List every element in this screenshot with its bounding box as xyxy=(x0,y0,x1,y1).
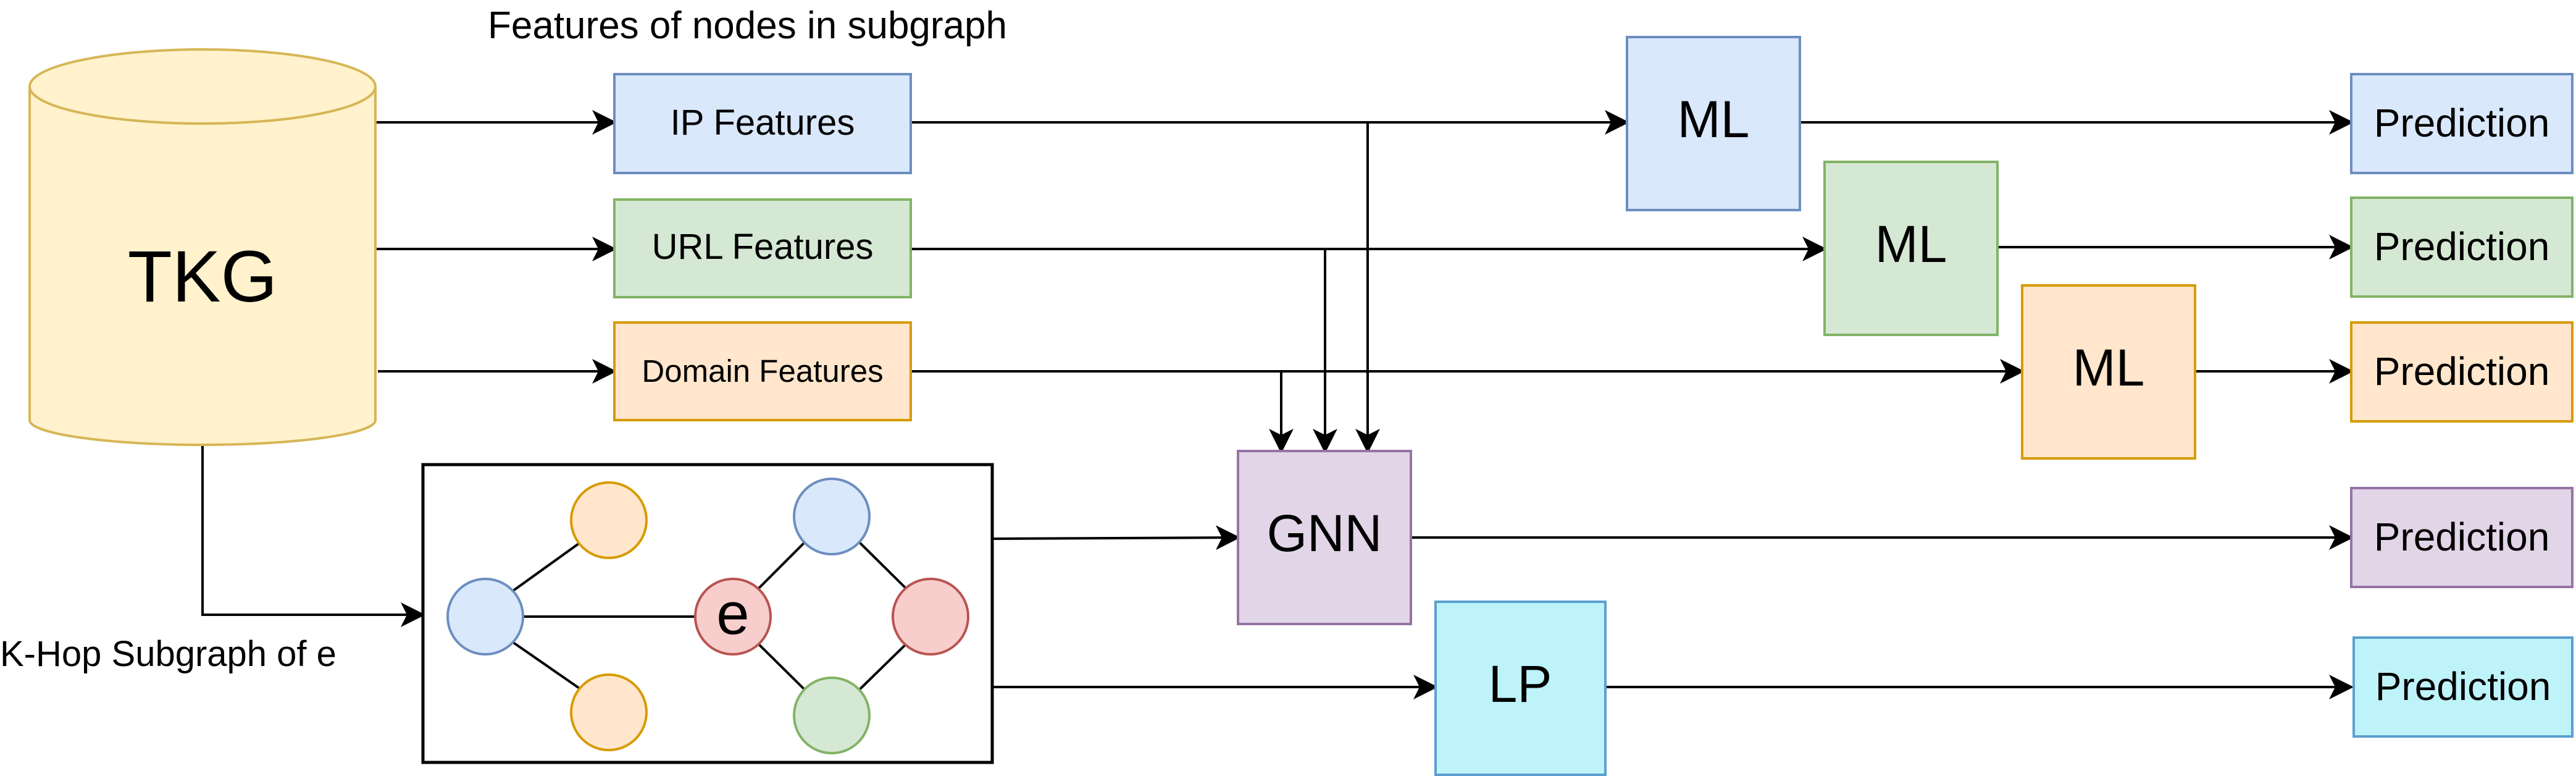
subgraph-nodes xyxy=(446,478,969,754)
subgraph-edge xyxy=(509,639,584,692)
subgraph-node-green-bottom xyxy=(793,677,871,754)
subgraph-node-blue-left xyxy=(446,578,524,656)
prediction-1: Prediction xyxy=(2350,73,2574,174)
subgraph-edge xyxy=(857,641,909,692)
ml-model-3: ML xyxy=(2021,284,2196,460)
khop-subgraph: e xyxy=(421,463,994,764)
gnn-model-label: GNN xyxy=(1267,504,1382,562)
prediction-4-label: Prediction xyxy=(2374,515,2550,559)
tkg-cylinder-top xyxy=(28,48,377,125)
ml-model-2: ML xyxy=(1823,161,1999,336)
subgraph-node-orange-bottom xyxy=(570,673,648,751)
subgraph-edge xyxy=(756,540,807,591)
tkg-label: TKG xyxy=(128,236,278,318)
ml-model-1-label: ML xyxy=(1678,90,1750,148)
prediction-3: Prediction xyxy=(2350,321,2574,423)
edge-subgraph-gnn xyxy=(992,525,1240,550)
subgraph-edges xyxy=(485,539,909,692)
feature-domain-label: Domain Features xyxy=(642,353,883,389)
prediction-5-label: Prediction xyxy=(2375,664,2551,709)
khop-label: K-Hop Subgraph of e xyxy=(0,634,337,674)
ml-model-2-label: ML xyxy=(1875,215,1947,273)
feature-ip-box: IP Features xyxy=(613,73,912,174)
subgraph-edge xyxy=(857,540,909,591)
subgraph-caption: Features of nodes in subgraph xyxy=(488,4,1007,47)
feature-url-label: URL Features xyxy=(652,227,874,267)
subgraph-node-blue-top xyxy=(793,478,871,555)
feature-ip-label: IP Features xyxy=(671,103,855,143)
tkg-cylinder-body xyxy=(28,86,377,446)
prediction-2-label: Prediction xyxy=(2374,224,2550,269)
edge-tkg-subgraph xyxy=(201,445,425,627)
prediction-5: Prediction xyxy=(2352,636,2574,738)
feature-domain-box: Domain Features xyxy=(613,321,912,421)
center-node-label: e xyxy=(716,581,749,647)
subgraph-node-orange-top xyxy=(570,481,648,559)
ml-model-3-label: ML xyxy=(2073,339,2145,397)
lp-model-label: LP xyxy=(1489,655,1552,713)
feature-url-box: URL Features xyxy=(613,198,912,298)
prediction-3-label: Prediction xyxy=(2374,349,2550,394)
prediction-2: Prediction xyxy=(2350,196,2574,298)
subgraph-node-red-right xyxy=(892,578,969,656)
prediction-4: Prediction xyxy=(2350,487,2574,588)
subgraph-edge xyxy=(756,641,807,692)
subgraph-edge xyxy=(509,539,584,594)
gnn-model: GNN xyxy=(1237,450,1412,625)
ml-model-1: ML xyxy=(1626,36,1801,211)
lp-model: LP xyxy=(1434,601,1607,776)
subgraph-node-center-e xyxy=(694,578,772,656)
prediction-1-label: Prediction xyxy=(2374,101,2550,145)
edges xyxy=(201,110,2354,699)
tkg-database: TKG xyxy=(28,48,377,446)
